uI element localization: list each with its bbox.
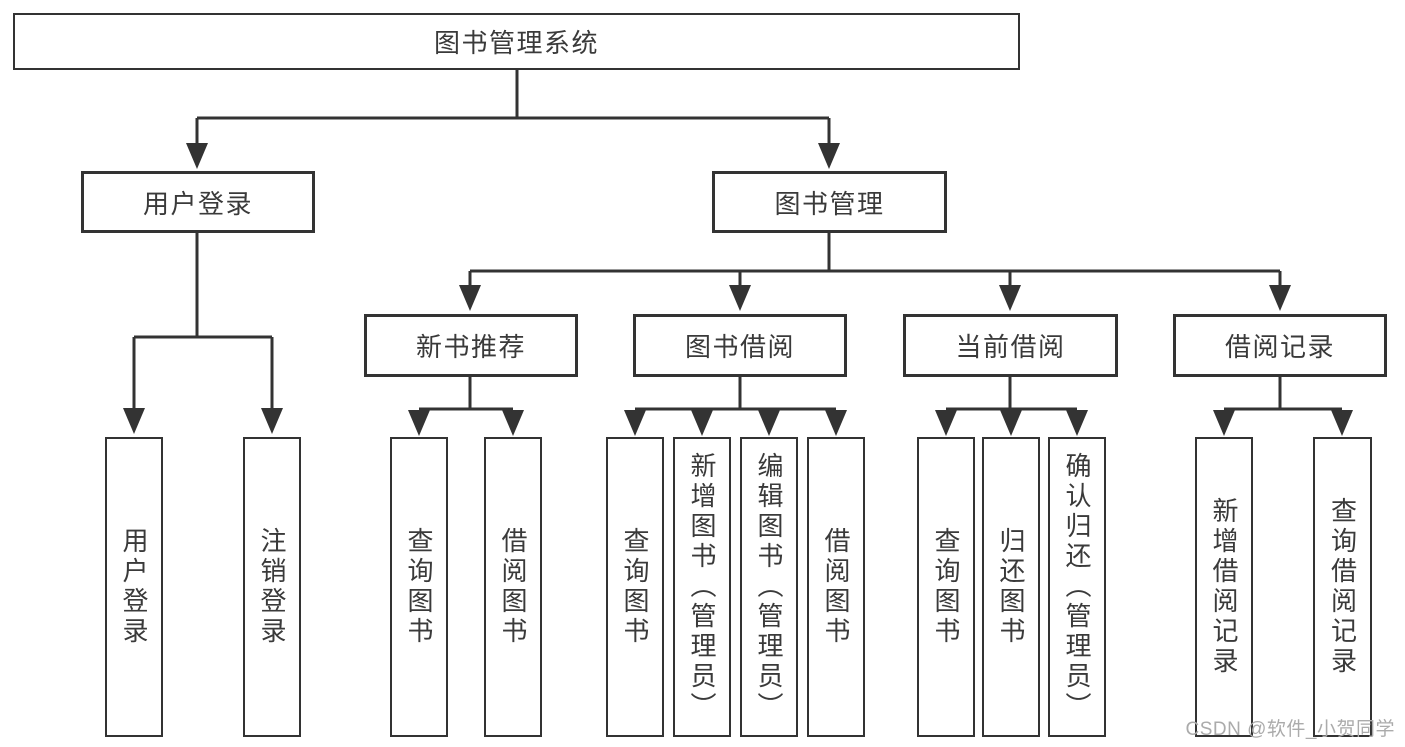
leaf-edit-books-admin-label: 编辑图书（管理员） — [754, 452, 784, 722]
leaf-query-borrow-record: 查询借阅记录 — [1313, 437, 1372, 737]
leaf-user-login-label: 用户登录 — [119, 527, 149, 647]
leaf-confirm-return-admin: 确认归还（管理员） — [1048, 437, 1106, 737]
leaf-query-books-recommend: 查询图书 — [390, 437, 448, 737]
leaf-query-books-recommend-label: 查询图书 — [404, 527, 434, 647]
leaf-add-borrow-record-label: 新增借阅记录 — [1209, 497, 1239, 677]
leaf-borrow-books-recommend: 借阅图书 — [484, 437, 542, 737]
leaf-borrow-books-recommend-label: 借阅图书 — [498, 527, 528, 647]
node-borrowing-records: 借阅记录 — [1173, 314, 1387, 377]
node-book-borrowing: 图书借阅 — [633, 314, 847, 377]
leaf-query-books-current-label: 查询图书 — [931, 527, 961, 647]
node-user-login: 用户登录 — [81, 171, 315, 233]
node-new-book-recommendation: 新书推荐 — [364, 314, 578, 377]
leaf-add-borrow-record: 新增借阅记录 — [1195, 437, 1253, 737]
node-root-label: 图书管理系统 — [433, 28, 599, 58]
node-borrowing-records-label: 借阅记录 — [1224, 332, 1335, 362]
connector-arrowheads — [123, 143, 1353, 436]
csdn-watermark: CSDN @软件_小贺同学 — [1185, 719, 1395, 740]
leaf-query-books-borrowing: 查询图书 — [606, 437, 664, 737]
node-book-management: 图书管理 — [712, 171, 947, 233]
leaf-return-books-label: 归还图书 — [996, 527, 1026, 647]
leaf-confirm-return-admin-label: 确认归还（管理员） — [1062, 452, 1092, 722]
connector-lines — [132, 70, 1342, 412]
node-book-management-label: 图书管理 — [774, 188, 885, 219]
node-new-book-recommendation-label: 新书推荐 — [415, 332, 526, 362]
node-current-borrowing: 当前借阅 — [903, 314, 1118, 377]
leaf-return-books: 归还图书 — [982, 437, 1040, 737]
leaf-query-books-borrowing-label: 查询图书 — [620, 527, 650, 647]
leaf-logout-label: 注销登录 — [257, 527, 287, 647]
node-book-borrowing-label: 图书借阅 — [684, 332, 795, 362]
leaf-logout: 注销登录 — [243, 437, 301, 737]
leaf-query-borrow-record-label: 查询借阅记录 — [1327, 497, 1358, 677]
node-current-borrowing-label: 当前借阅 — [955, 332, 1066, 362]
leaf-user-login: 用户登录 — [105, 437, 163, 737]
leaf-query-books-current: 查询图书 — [917, 437, 975, 737]
leaf-borrow-books-borrowing: 借阅图书 — [807, 437, 865, 737]
node-root-system: 图书管理系统 — [13, 13, 1020, 70]
leaf-add-books-admin: 新增图书（管理员） — [673, 437, 731, 737]
leaf-borrow-books-borrowing-label: 借阅图书 — [821, 527, 851, 647]
node-user-login-label: 用户登录 — [142, 188, 253, 219]
leaf-add-books-admin-label: 新增图书（管理员） — [687, 452, 717, 722]
leaf-edit-books-admin: 编辑图书（管理员） — [740, 437, 798, 737]
